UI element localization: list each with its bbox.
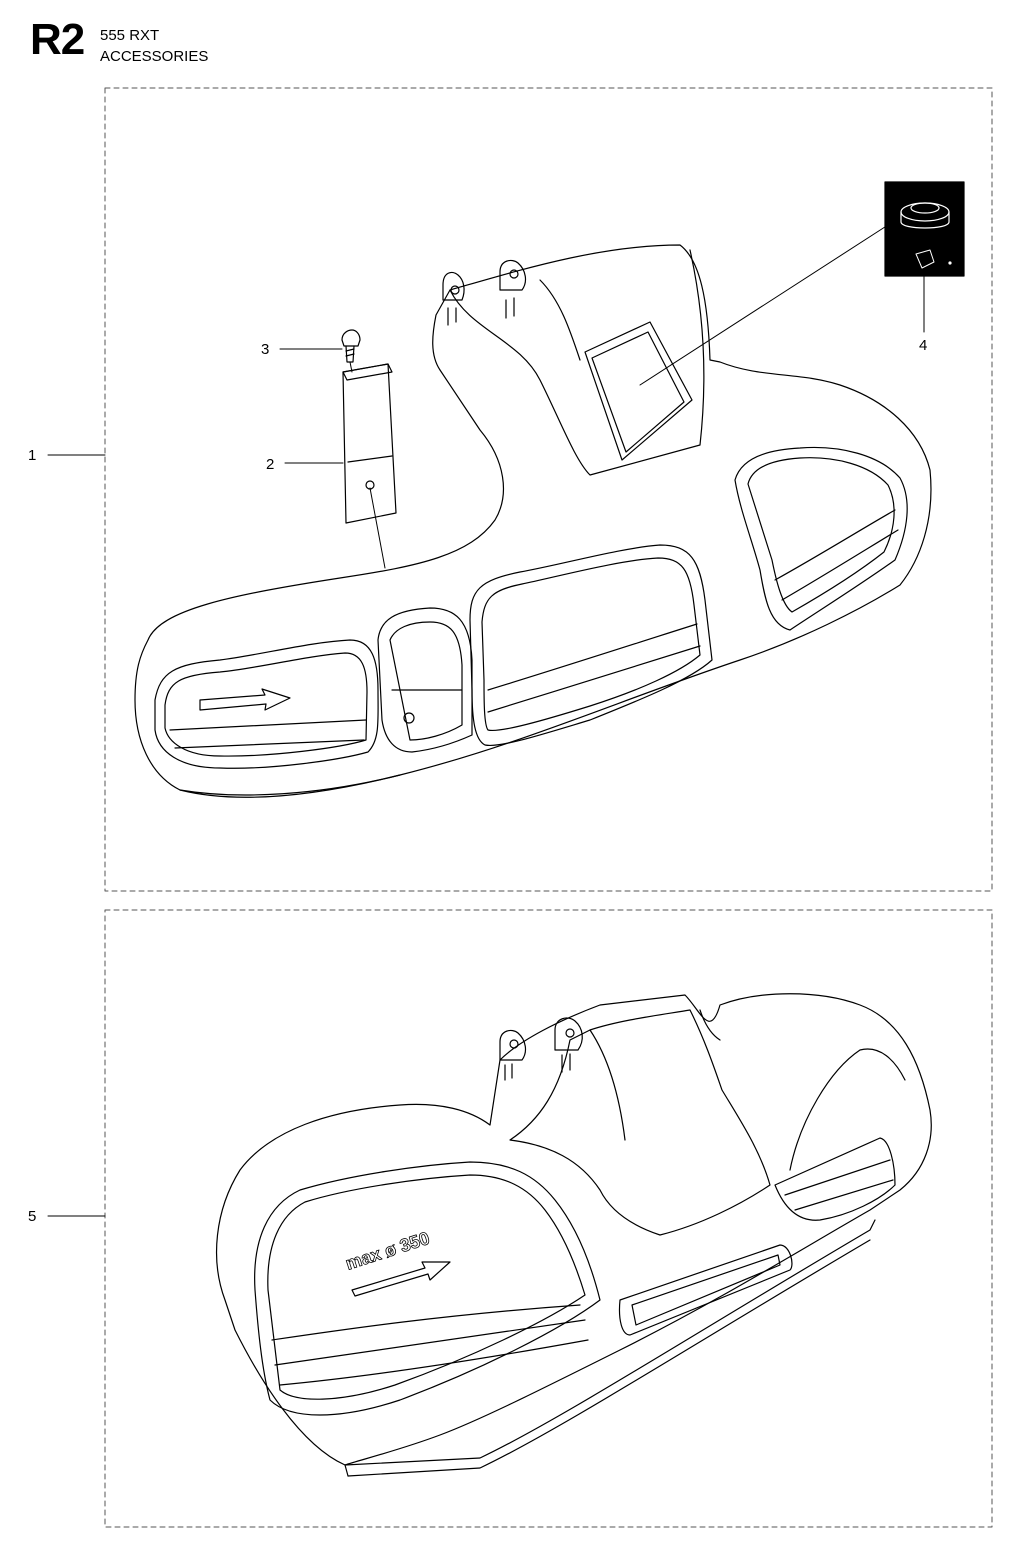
group-frame-5	[104, 909, 993, 1528]
group-frame-1	[104, 87, 993, 892]
model-name: 555 RXT	[100, 27, 160, 44]
guard-marking: max ø 350	[343, 1228, 432, 1274]
callout-1: 1	[28, 447, 36, 464]
callout-5: 5	[28, 1208, 36, 1225]
callout-4: 4	[919, 337, 927, 354]
guard-1-illustration	[134, 244, 932, 798]
item-4-kit	[884, 181, 965, 277]
page-code: R2	[30, 15, 85, 64]
item-2-plate	[342, 363, 397, 569]
callout-2: 2	[266, 456, 274, 473]
callout-3: 3	[261, 341, 269, 358]
item-3-screw	[341, 329, 361, 373]
guard-5-illustration: max ø 350	[216, 993, 932, 1477]
section-title: ACCESSORIES	[100, 48, 209, 65]
